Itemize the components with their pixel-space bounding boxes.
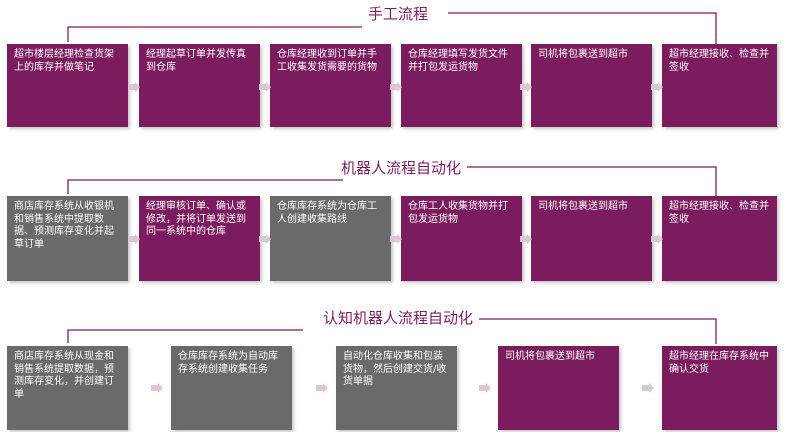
manual-step-5: 司机将包裹送到超市: [531, 44, 652, 127]
manual-step-6: 超市经理接收、检查并签收: [662, 44, 777, 127]
arrow-right-icon: [128, 234, 140, 244]
arrow-right-icon: [651, 234, 663, 244]
step-text: 超市楼层经理检查货架上的库存并做笔记: [14, 49, 114, 73]
rpa-step-6: 超市经理接收、检查并签收: [662, 196, 777, 281]
arrow-right-icon: [642, 383, 654, 393]
arrow-right-icon: [651, 82, 663, 92]
arrow-right-icon: [520, 82, 532, 92]
rpa-step-3: 仓库库存系统为仓库工人创建收集路线: [270, 196, 391, 281]
step-text: 仓库经理收到订单并手工收集发货需要的货物: [277, 49, 377, 73]
cognitive-step-3: 自动化仓库收集和包装货物，然后创建交货/收货单据: [336, 346, 457, 430]
step-text: 经理起草订单并发传真到仓库: [146, 49, 246, 73]
manual-step-4: 仓库经理填写发货文件并打包发运货物: [401, 44, 522, 127]
step-text: 超市经理接收、检查并签收: [669, 201, 769, 225]
cognitive-step-1: 商店库存系统从现金和销售系统提取数据，预测库存变化，并创建订单: [7, 346, 128, 430]
rpa-step-2: 经理审核订单、确认或修改，并将订单发送到同一系统中的仓库: [139, 196, 260, 281]
arrow-right-icon: [316, 383, 328, 393]
step-text: 仓库库存系统为自动库存系统创建收集任务: [178, 351, 278, 375]
arrow-right-icon: [128, 82, 140, 92]
step-text: 超市经理在库存系统中确认交货: [669, 351, 769, 375]
rpa-step-5: 司机将包裹送到超市: [531, 196, 652, 281]
arrow-right-icon: [390, 82, 402, 92]
arrow-right-icon: [259, 234, 271, 244]
manual-step-2: 经理起草订单并发传真到仓库: [139, 44, 260, 127]
cognitive-step-5: 超市经理在库存系统中确认交货: [662, 346, 777, 430]
cognitive-step-4: 司机将包裹送到超市: [498, 346, 619, 430]
step-text: 司机将包裹送到超市: [538, 49, 628, 60]
rpa-step-4: 仓库工人收集货物并打包发运货物: [401, 196, 522, 281]
step-text: 商店库存系统从收银机和销售系统中提取数据、预测库存变化并起草订单: [14, 201, 114, 250]
step-text: 超市经理接收、检查并签收: [669, 49, 769, 73]
arrow-right-icon: [259, 82, 271, 92]
arrow-right-icon: [390, 234, 402, 244]
rpa-step-1: 商店库存系统从收银机和销售系统中提取数据、预测库存变化并起草订单: [7, 196, 128, 281]
arrow-right-icon: [520, 234, 532, 244]
arrow-right-icon: [479, 383, 491, 393]
manual-step-3: 仓库经理收到订单并手工收集发货需要的货物: [270, 44, 391, 127]
step-text: 自动化仓库收集和包装货物，然后创建交货/收货单据: [343, 351, 447, 387]
step-text: 仓库工人收集货物并打包发运货物: [408, 201, 508, 225]
step-text: 仓库库存系统为仓库工人创建收集路线: [277, 201, 377, 225]
step-text: 司机将包裹送到超市: [538, 201, 628, 212]
step-text: 司机将包裹送到超市: [505, 351, 595, 362]
section-title-rpa: 机器人流程自动化: [335, 158, 468, 178]
section-title-cognitive-rpa: 认知机器人流程自动化: [317, 308, 480, 328]
manual-step-1: 超市楼层经理检查货架上的库存并做笔记: [7, 44, 128, 127]
step-text: 仓库经理填写发货文件并打包发运货物: [408, 49, 508, 73]
section-title-manual: 手工流程: [362, 4, 435, 24]
cognitive-step-2: 仓库库存系统为自动库存系统创建收集任务: [171, 346, 292, 430]
step-text: 经理审核订单、确认或修改，并将订单发送到同一系统中的仓库: [146, 201, 246, 237]
arrow-right-icon: [151, 383, 163, 393]
step-text: 商店库存系统从现金和销售系统提取数据，预测库存变化，并创建订单: [14, 351, 114, 400]
